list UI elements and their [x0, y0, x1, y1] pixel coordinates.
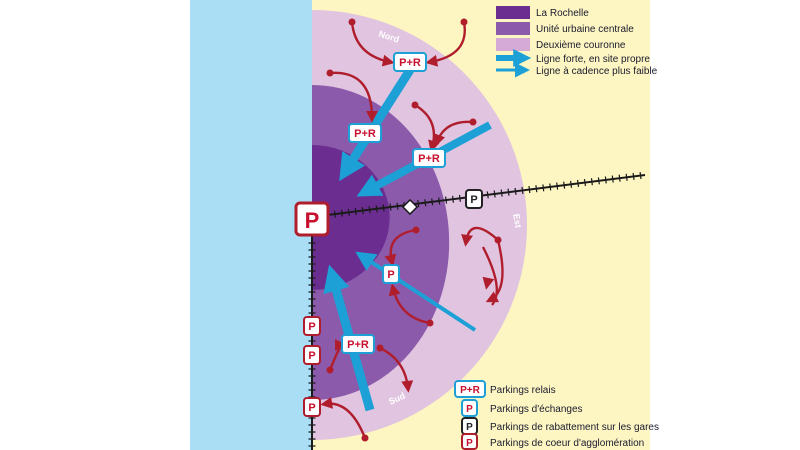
feeder-arrows	[320, 21, 499, 439]
legend-label-station: Parkings de rabattement sur les gares	[490, 422, 659, 433]
legend-label-core: Parkings de coeur d'agglomération	[490, 438, 644, 449]
station-p-badge-coast-1: P	[303, 316, 321, 336]
svg-text:P: P	[308, 321, 315, 333]
weak-line-southeast	[355, 251, 477, 332]
legend-zones: La Rochelle Unité urbaine centrale Deuxi…	[496, 6, 634, 51]
pr-badge-center: P+R	[348, 123, 382, 143]
svg-text:P+R: P+R	[399, 57, 421, 69]
svg-text:P: P	[305, 208, 320, 233]
station-diamond	[401, 198, 419, 216]
legend-parkings: P+R Parkings relais P Parkings d'échange…	[454, 380, 659, 450]
label-est: Est	[511, 213, 523, 229]
legend-label-strong-line: Ligne forte, en site propre	[536, 54, 650, 65]
legend-relay-badge: P+R	[454, 380, 486, 398]
legend-label-weak-line: Ligne à cadence plus faible	[536, 66, 658, 77]
svg-text:P+R: P+R	[460, 385, 481, 396]
svg-text:P: P	[308, 402, 315, 414]
station-p-badge-coast-3: P	[303, 397, 321, 417]
svg-text:P: P	[466, 422, 473, 433]
legend-label-exchange: Parkings d'échanges	[490, 404, 583, 415]
legend-label-urban: Unité urbaine centrale	[536, 24, 634, 35]
svg-text:P: P	[308, 350, 315, 362]
legend-exchange-badge: P	[461, 399, 478, 417]
legend-label-la-rochelle: La Rochelle	[536, 8, 589, 19]
station-p-badge-coast-2: P	[303, 345, 321, 365]
svg-text:P: P	[387, 269, 394, 281]
pr-badge-north: P+R	[393, 52, 427, 72]
legend-lines: Ligne forte, en site propre Ligne à cade…	[496, 49, 658, 78]
legend-label-relay: Parkings relais	[490, 385, 556, 396]
svg-text:P: P	[466, 404, 473, 415]
legend-swatch-ring	[496, 38, 530, 51]
station-p-badge-east: P	[465, 189, 483, 209]
svg-text:P+R: P+R	[354, 128, 376, 140]
legend-core-badge: P	[461, 433, 478, 450]
legend-swatch-la-rochelle	[496, 6, 530, 19]
legend-station-badge: P	[461, 417, 478, 435]
legend-label-ring: Deuxième couronne	[536, 40, 626, 51]
svg-text:P: P	[466, 438, 473, 449]
sea-area	[190, 0, 312, 450]
exchange-p-badge: P	[382, 264, 400, 284]
svg-text:P+R: P+R	[418, 153, 440, 165]
svg-text:P: P	[470, 194, 477, 206]
svg-text:P+R: P+R	[347, 339, 369, 351]
pr-badge-northeast: P+R	[412, 148, 446, 168]
core-p-badge: P	[294, 201, 330, 237]
legend-swatch-urban	[496, 22, 530, 35]
pr-badge-south: P+R	[341, 334, 375, 354]
